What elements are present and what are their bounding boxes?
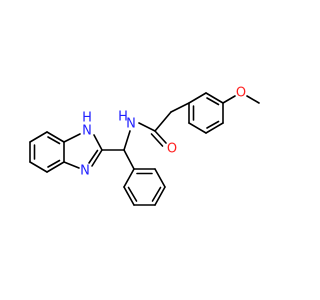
bond (150, 133, 164, 147)
nh-nitrogen-label: N (82, 124, 92, 139)
amide-main (138, 111, 172, 147)
bond (29, 161, 48, 173)
amide-nitrogen-label: N (126, 117, 136, 132)
bond (188, 92, 207, 104)
bond (123, 130, 131, 151)
imidazole-ring-main (63, 133, 103, 169)
methylene-main (170, 102, 190, 113)
ether-oxygen-label: O (236, 86, 246, 101)
bond (205, 122, 224, 134)
benzo-ring-main (29, 131, 65, 173)
bond-inner (206, 97, 220, 106)
phenyl-main (123, 168, 166, 206)
bond (123, 168, 135, 188)
bond (138, 122, 156, 132)
bond-inner (127, 186, 138, 202)
bond (46, 131, 65, 143)
bond (154, 186, 166, 206)
bond (222, 95, 236, 104)
imine-nitrogen-label: N (80, 164, 90, 179)
bond-inner (88, 149, 99, 164)
bond (123, 149, 135, 170)
bond (205, 92, 224, 104)
molecule-main: N H N N H O O (29, 85, 260, 206)
bond (46, 161, 65, 173)
bond (123, 186, 135, 206)
bond-inner (47, 159, 61, 168)
bond-inner (47, 136, 61, 145)
bond (93, 134, 103, 151)
bond (246, 95, 260, 104)
bond (188, 122, 207, 134)
bond (29, 131, 48, 143)
bond (154, 168, 166, 188)
amide-hydrogen-label: H (118, 110, 128, 125)
bond (63, 161, 80, 169)
bond (154, 130, 167, 144)
methoxyphenyl-ring-main (188, 92, 224, 134)
carbonyl-oxygen-label: O (167, 142, 177, 157)
bond (63, 133, 81, 143)
bond (154, 111, 172, 132)
nh-hydrogen-label: H (82, 111, 92, 126)
bond (170, 102, 190, 113)
methine-main (101, 130, 135, 170)
bond-inner (206, 120, 220, 129)
bond (91, 149, 103, 167)
molecule-diagram: N H N N H O O (29, 81, 260, 206)
atom-labels: N H N N H O O (80, 86, 246, 179)
methoxy-main (222, 95, 260, 104)
bond-inner (151, 186, 162, 202)
